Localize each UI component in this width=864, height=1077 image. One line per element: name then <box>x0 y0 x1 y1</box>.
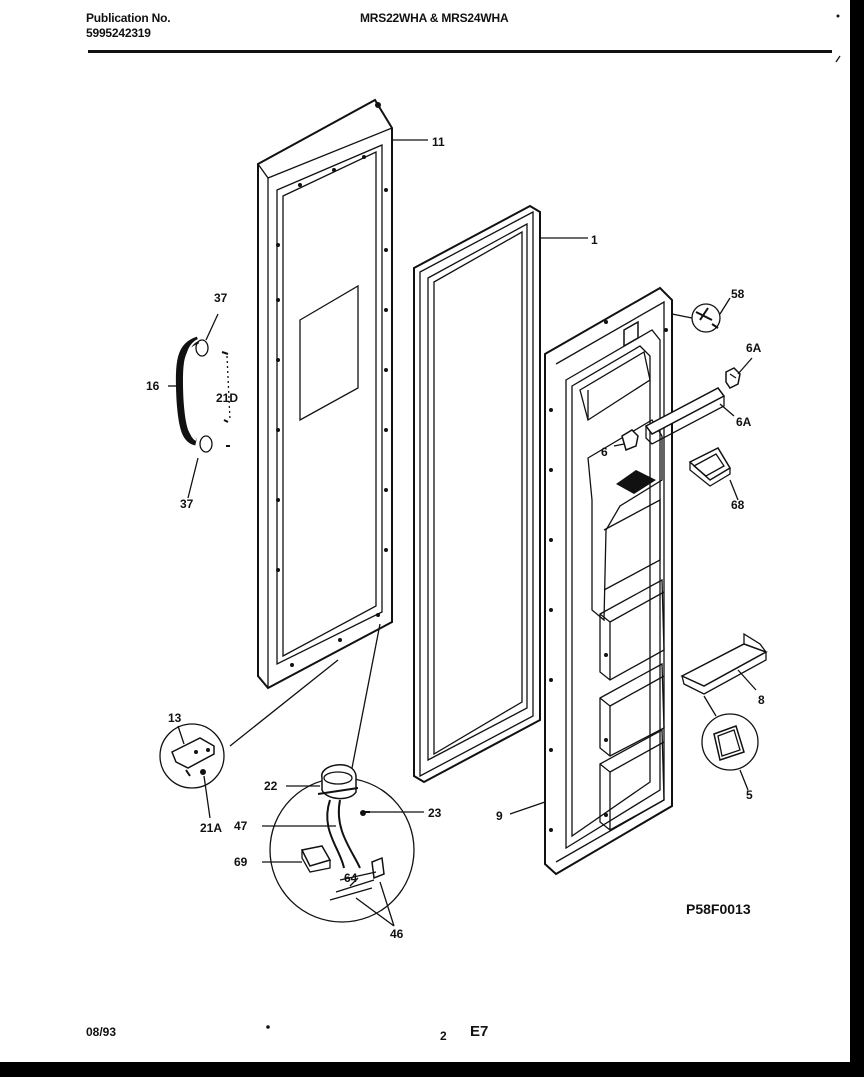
callout-5: 5 <box>746 788 753 802</box>
footer-section: E7 <box>470 1023 488 1040</box>
callout-69: 69 <box>234 855 248 869</box>
callout-leaders <box>168 139 757 927</box>
drip-tray-8 <box>680 632 768 695</box>
callout-8: 8 <box>758 693 765 707</box>
callout-1: 1 <box>591 233 598 247</box>
footer-date: 08/93 <box>86 1025 116 1039</box>
publication-number: 5995242319 <box>86 26 151 40</box>
callout-6a-mid: 6A <box>736 415 752 429</box>
actuator-bar-6A <box>644 387 726 445</box>
actuator-68 <box>688 447 732 487</box>
diagram-code: P58F0013 <box>686 901 751 917</box>
callout-11: 11 <box>432 135 445 149</box>
wiring-harness-detail <box>269 764 415 923</box>
callout-22: 22 <box>264 779 278 793</box>
diagram-sheet: Publication No. 5995242319 MRS22WHA & MR… <box>0 0 850 1062</box>
callout-58: 58 <box>731 287 745 301</box>
door-handle-16 <box>175 336 231 453</box>
callout-9: 9 <box>496 809 503 823</box>
bracket-13-detail <box>159 723 225 789</box>
callout-23: 23 <box>428 806 442 820</box>
inner-door-liner <box>544 286 673 876</box>
callout-47: 47 <box>234 819 248 833</box>
callout-64: 64 <box>344 871 358 885</box>
clip-6A-top <box>725 367 741 389</box>
callout-21d: 21D <box>216 391 238 405</box>
screw-58 <box>691 303 721 333</box>
footer-page-number: 2 <box>440 1029 447 1043</box>
callout-37-top: 37 <box>214 291 228 305</box>
callout-46: 46 <box>390 927 404 941</box>
callout-13: 13 <box>168 711 182 725</box>
model-numbers: MRS22WHA & MRS24WHA <box>360 11 509 25</box>
callout-21a: 21A <box>200 821 222 835</box>
callout-16: 16 <box>146 379 160 393</box>
callout-6: 6 <box>601 445 608 459</box>
grille-5-detail <box>701 713 759 771</box>
callout-68: 68 <box>731 498 745 512</box>
actuator-6 <box>621 429 639 452</box>
publication-label: Publication No. <box>86 11 171 25</box>
door-gasket <box>413 204 541 784</box>
callout-37-bottom: 37 <box>180 497 194 511</box>
callout-6a-top: 6A <box>746 341 762 355</box>
header-rule <box>88 50 832 53</box>
exploded-view-drawing: 11 1 58 6A 6A 6 68 8 5 9 37 16 21D 37 13… <box>86 14 841 1043</box>
outer-door-panel <box>257 98 393 690</box>
